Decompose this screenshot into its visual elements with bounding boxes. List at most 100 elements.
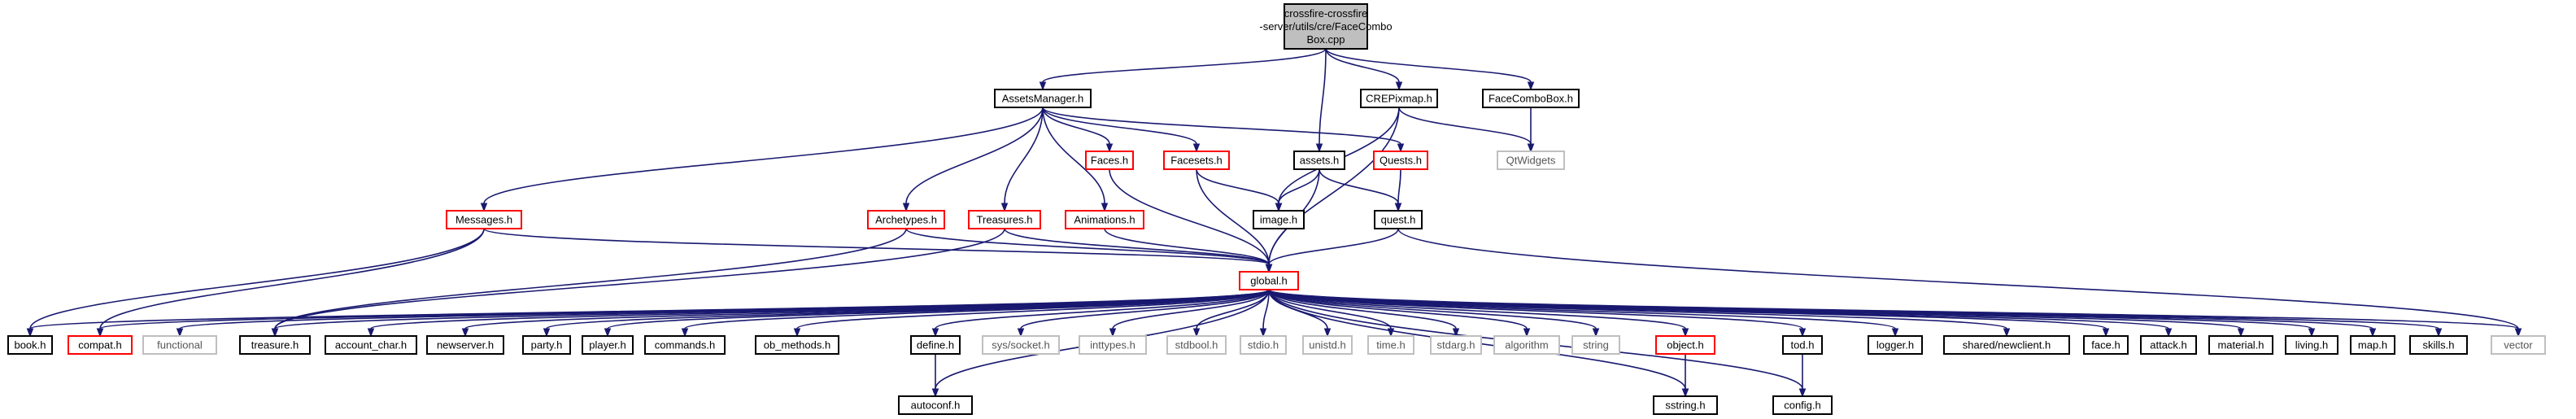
- node-face[interactable]: face.h: [2083, 335, 2129, 355]
- edge-treasures-to-global: [1004, 228, 1270, 265]
- node-box: [325, 335, 417, 355]
- node-assets[interactable]: assets.h: [1293, 151, 1345, 170]
- node-compat[interactable]: compat.h: [68, 335, 133, 355]
- node-player[interactable]: player.h: [582, 335, 634, 355]
- node-box: [522, 335, 571, 355]
- node-box: [1653, 395, 1718, 415]
- node-quest[interactable]: quest.h: [1374, 210, 1423, 229]
- node-box: [1943, 335, 2070, 355]
- node-sstring[interactable]: sstring.h: [1653, 395, 1718, 415]
- node-string[interactable]: string: [1571, 335, 1620, 355]
- edge-global-to-vector: [1268, 289, 2519, 330]
- edge-assetsmanager-to-facesets: [1042, 107, 1197, 145]
- node-label: map.h: [2358, 339, 2387, 351]
- node-label: living.h: [2295, 339, 2328, 351]
- node-time[interactable]: time.h: [1367, 335, 1414, 355]
- node-stdarg[interactable]: stdarg.h: [1430, 335, 1482, 355]
- node-label: newserver.h: [437, 339, 494, 351]
- node-box: [755, 335, 839, 355]
- node-newserver[interactable]: newserver.h: [426, 335, 504, 355]
- node-facecombobox[interactable]: FaceComboBox.h: [1482, 89, 1580, 108]
- edge-global-to-algorithm: [1268, 289, 1528, 330]
- node-inttypes[interactable]: inttypes.h: [1079, 335, 1147, 355]
- node-attack[interactable]: attack.h: [2140, 335, 2197, 355]
- node-treasure[interactable]: treasure.h: [239, 335, 311, 355]
- node-box: [446, 210, 522, 229]
- node-material[interactable]: material.h: [2208, 335, 2273, 355]
- node-label: party.h: [531, 339, 563, 351]
- node-autoconf[interactable]: autoconf.h: [898, 395, 973, 415]
- node-label: config.h: [1784, 399, 1821, 412]
- node-label: sstring.h: [1665, 399, 1705, 412]
- node-treasures[interactable]: Treasures.h: [968, 210, 1041, 229]
- edge-global-to-logger: [1268, 289, 1896, 330]
- root-label-line-3: Box.cpp: [1307, 33, 1345, 46]
- node-living[interactable]: living.h: [2285, 335, 2338, 355]
- node-box: [2083, 335, 2129, 355]
- node-assetsmanager[interactable]: AssetsManager.h: [994, 89, 1092, 108]
- edge-arrowhead: [1017, 328, 1025, 338]
- node-newclient[interactable]: shared/newclient.h: [1943, 335, 2070, 355]
- node-book[interactable]: book.h: [7, 335, 53, 355]
- node-map[interactable]: map.h: [2350, 335, 2395, 355]
- node-box: [994, 89, 1092, 108]
- node-label: unistd.h: [1309, 339, 1346, 351]
- edge-arrowhead: [1259, 328, 1267, 338]
- edge-arrowhead: [1275, 203, 1283, 212]
- node-qtwidgets[interactable]: QtWidgets: [1497, 151, 1565, 170]
- node-faces[interactable]: Faces.h: [1085, 151, 1134, 170]
- edge-root-to-crepixmap: [1325, 48, 1400, 83]
- node-archetypes[interactable]: Archetypes.h: [867, 210, 945, 229]
- node-image[interactable]: image.h: [1253, 210, 1305, 229]
- node-tod[interactable]: tod.h: [1782, 335, 1823, 355]
- node-box: [644, 335, 726, 355]
- edge-facesets-to-global: [1196, 168, 1270, 265]
- edge-arrowhead: [2514, 328, 2522, 338]
- node-vector[interactable]: vector: [2491, 335, 2546, 355]
- node-algorithm[interactable]: algorithm: [1493, 335, 1560, 355]
- node-define[interactable]: define.h: [910, 335, 961, 355]
- node-animations[interactable]: Animations.h: [1065, 210, 1144, 229]
- node-party[interactable]: party.h: [522, 335, 571, 355]
- node-messages[interactable]: Messages.h: [446, 210, 522, 229]
- node-account-char[interactable]: account_char.h: [325, 335, 417, 355]
- node-unistd[interactable]: unistd.h: [1302, 335, 1353, 355]
- node-stdio[interactable]: stdio.h: [1240, 335, 1287, 355]
- edge-arrowhead: [2308, 328, 2316, 338]
- node-box: [1360, 89, 1438, 108]
- node-box: [982, 335, 1060, 355]
- node-label: Animations.h: [1074, 214, 1135, 226]
- edge-assetsmanager-to-animations: [1042, 107, 1105, 204]
- node-logger[interactable]: logger.h: [1868, 335, 1923, 355]
- node-crepixmap[interactable]: CREPixmap.h: [1360, 89, 1438, 108]
- node-label: Quests.h: [1380, 155, 1422, 167]
- edge-global-to-commands: [684, 289, 1270, 330]
- root-node-face-combo-box-cpp: crossfire-crossfire -server/utils/cre/Fa…: [1259, 3, 1393, 50]
- edge-arrowhead: [1681, 328, 1689, 338]
- node-box: [1782, 335, 1823, 355]
- node-facesets[interactable]: Facesets.h: [1163, 151, 1230, 170]
- edge-arrowhead: [367, 328, 375, 338]
- edge-arrowhead: [1394, 203, 1402, 212]
- node-config[interactable]: config.h: [1772, 395, 1833, 415]
- node-functional[interactable]: functional: [142, 335, 217, 355]
- edge-arrowhead: [26, 328, 34, 338]
- node-quests[interactable]: Quests.h: [1373, 151, 1428, 170]
- node-stdbool[interactable]: stdbool.h: [1166, 335, 1227, 355]
- node-box: [426, 335, 504, 355]
- edge-global-to-tod: [1268, 289, 1803, 330]
- node-box: [1166, 335, 1227, 355]
- node-global[interactable]: global.h: [1239, 271, 1299, 290]
- node-commands[interactable]: commands.h: [644, 335, 726, 355]
- node-skills[interactable]: skills.h: [2409, 335, 2468, 355]
- edge-arrowhead: [1039, 81, 1047, 91]
- node-label: skills.h: [2422, 339, 2454, 351]
- edge-arrowhead: [2164, 328, 2173, 338]
- node-object[interactable]: object.h: [1655, 335, 1715, 355]
- edge-arrowhead: [1523, 328, 1531, 338]
- node-box: [1373, 151, 1428, 170]
- node-syssocket[interactable]: sys/socket.h: [982, 335, 1060, 355]
- node-ob-methods[interactable]: ob_methods.h: [755, 335, 839, 355]
- edge-assets-to-quest: [1319, 168, 1399, 204]
- node-box: [1374, 210, 1423, 229]
